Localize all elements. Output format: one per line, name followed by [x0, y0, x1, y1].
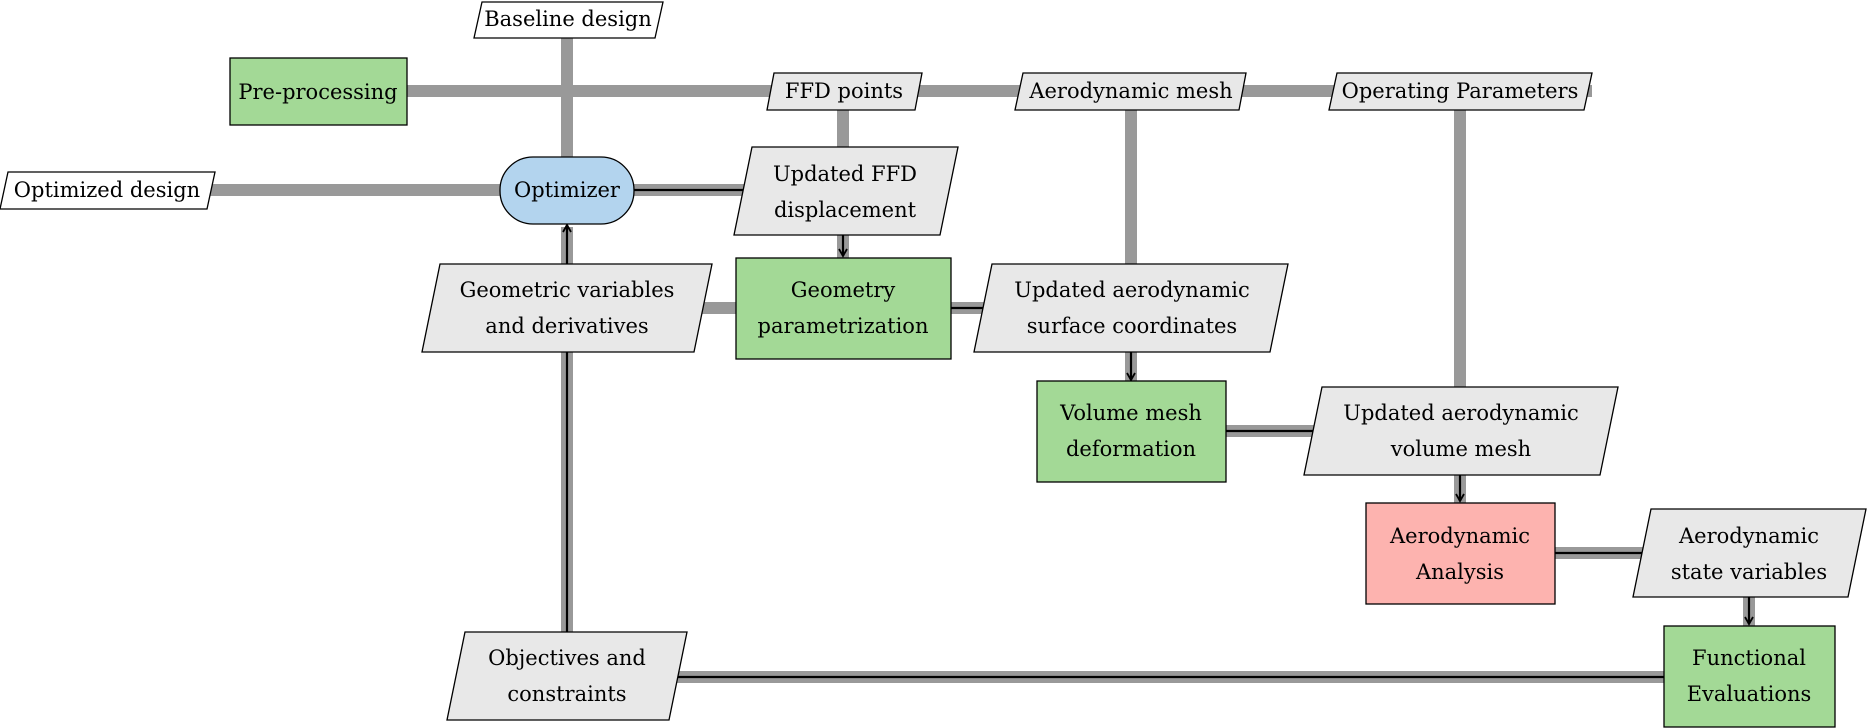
- baseline-design-label: Baseline design: [484, 7, 652, 31]
- node-objectives-constraints: Objectives and constraints: [446, 631, 688, 721]
- operating-parameters-label: Operating Parameters: [1342, 79, 1579, 103]
- pre-processing-label: Pre-processing: [238, 80, 397, 104]
- node-aerodynamic-mesh: Aerodynamic mesh: [1014, 72, 1247, 111]
- node-functional-evaluations: Functional Evaluations: [1663, 625, 1836, 728]
- updated-ffd-displacement-line1: Updated FFD: [773, 162, 917, 186]
- optimizer-label: Optimizer: [514, 178, 621, 202]
- updated-ffd-displacement-line2: displacement: [774, 198, 917, 222]
- geometric-variables-line2: and derivatives: [485, 314, 648, 338]
- geometric-variables-line1: Geometric variables: [460, 278, 675, 302]
- node-geometry-parametrization: Geometry parametrization: [735, 257, 952, 360]
- geometry-parametrization-line2: parametrization: [758, 314, 929, 338]
- node-pre-processing: Pre-processing: [229, 57, 408, 126]
- geometry-parametrization-line1: Geometry: [791, 278, 896, 302]
- volume-mesh-deformation-line2: deformation: [1066, 437, 1196, 461]
- aerodynamic-analysis-line2: Analysis: [1415, 560, 1504, 584]
- updated-surface-coordinates-line2: surface coordinates: [1027, 314, 1237, 338]
- node-volume-mesh-deformation: Volume mesh deformation: [1036, 380, 1227, 483]
- functional-evaluations-line1: Functional: [1692, 646, 1806, 670]
- node-updated-volume-mesh: Updated aerodynamic volume mesh: [1303, 386, 1619, 476]
- node-updated-ffd-displacement: Updated FFD displacement: [733, 146, 959, 236]
- node-updated-surface-coordinates: Updated aerodynamic surface coordinates: [973, 263, 1289, 353]
- node-baseline-design: Baseline design: [473, 1, 664, 39]
- aerodynamic-state-variables-line2: state variables: [1671, 560, 1827, 584]
- node-operating-parameters: Operating Parameters: [1328, 72, 1593, 111]
- aerodynamic-state-variables-line1: Aerodynamic: [1678, 524, 1819, 548]
- ffd-points-label: FFD points: [785, 79, 903, 103]
- node-optimizer: Optimizer: [499, 156, 635, 225]
- aerodynamic-mesh-label: Aerodynamic mesh: [1028, 79, 1232, 103]
- node-geometric-variables: Geometric variables and derivatives: [421, 263, 713, 353]
- node-ffd-points: FFD points: [766, 72, 923, 111]
- functional-evaluations-line2: Evaluations: [1687, 682, 1812, 706]
- updated-volume-mesh-line2: volume mesh: [1390, 437, 1531, 461]
- objectives-constraints-line1: Objectives and: [488, 646, 646, 670]
- node-aerodynamic-state-variables: Aerodynamic state variables: [1632, 508, 1867, 598]
- process-lines: [562, 188, 1754, 679]
- aerodynamic-analysis-line1: Aerodynamic: [1389, 524, 1530, 548]
- node-optimized-design: Optimized design: [0, 171, 216, 210]
- updated-surface-coordinates-line1: Updated aerodynamic: [1014, 278, 1249, 302]
- objectives-constraints-line2: constraints: [507, 682, 626, 706]
- volume-mesh-deformation-line1: Volume mesh: [1059, 401, 1202, 425]
- updated-volume-mesh-line1: Updated aerodynamic: [1343, 401, 1578, 425]
- node-aerodynamic-analysis: Aerodynamic Analysis: [1365, 502, 1556, 605]
- optimized-design-label: Optimized design: [14, 178, 200, 202]
